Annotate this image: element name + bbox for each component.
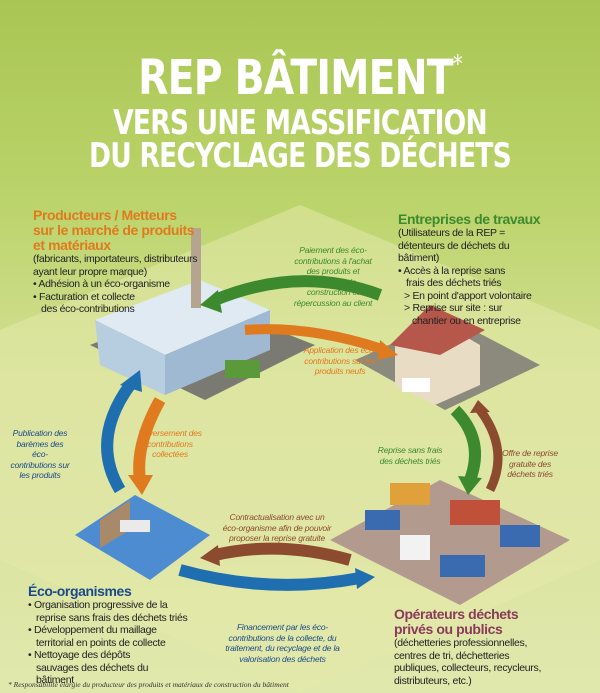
subtitle-line2: DU RECYCLAGE DES DÉCHETS xyxy=(89,136,512,176)
list-item: Facturation et collecte des éco-contribu… xyxy=(33,291,153,316)
title-text: REP BÂTIMENT xyxy=(138,50,453,106)
orange-arrow-application xyxy=(244,324,387,355)
list-item: Organisation progressive de la reprise s… xyxy=(28,599,193,624)
blue-arrow-publication xyxy=(101,381,135,494)
label-reprise: Reprise sans frais des déchets triés xyxy=(377,445,443,466)
label-offre: Offre de reprise gratuite des déchets tr… xyxy=(502,448,558,479)
title-asterisk: * xyxy=(452,50,463,78)
entreprises-intro: (Utilisateurs de la REP = détenteurs de … xyxy=(398,227,510,264)
list-item: Adhésion à un éco-organisme xyxy=(33,278,218,291)
label-application: Application des éco-contributions sur le… xyxy=(303,345,377,376)
main-title: REP BÂTIMENT* xyxy=(54,50,546,106)
eco-heading: Éco-organismes xyxy=(28,583,132,599)
list-item: Nettoyage des dépôts sauvages des déchet… xyxy=(28,649,168,687)
entreprises-heading: Entreprises de travaux xyxy=(398,211,541,227)
label-paiement: Paiement des éco-contributions à l'achat… xyxy=(293,245,373,308)
footnote: * Responsabilité élargie du producteur d… xyxy=(8,680,289,689)
list-item: Accès à la reprise sans frais des déchet… xyxy=(398,265,523,290)
brown-arrow-contractualisation xyxy=(213,542,352,566)
orange-arrow-reversement xyxy=(133,397,166,481)
house-illustration xyxy=(355,305,540,410)
eco-organismes-block: Éco-organismes Organisation progressive … xyxy=(28,584,193,687)
producteurs-intro: (fabricants, importateurs, distributeurs… xyxy=(33,253,198,278)
list-item: Développement du maillage territorial en… xyxy=(28,624,193,649)
brown-arrow-offre xyxy=(476,407,503,493)
office-illustration xyxy=(75,495,210,580)
green-arrow-reprise xyxy=(450,405,481,483)
label-contractualisation: Contractualisation avec un éco-organisme… xyxy=(222,512,332,543)
operateurs-intro: (déchetteries professionnelles, centres … xyxy=(394,637,542,687)
subtitle-line1: VERS UNE MASSIFICATION xyxy=(113,103,487,143)
label-financement: Financement par les éco-contributions de… xyxy=(225,622,340,664)
sub-item: > Reprise sur site : sur chantier ou en … xyxy=(404,302,521,327)
blue-arrow-financement xyxy=(178,564,362,591)
label-reversement: Reversement des contributions collectées xyxy=(138,428,202,459)
label-publication: Publication des barèmes des éco-contribu… xyxy=(10,428,70,480)
waste-site-illustration xyxy=(330,480,570,605)
entreprises-block: Entreprises de travaux (Utilisateurs de … xyxy=(398,212,548,327)
green-arrow-paiement xyxy=(212,275,383,306)
sub-item: > En point d'apport volontaire xyxy=(404,289,532,302)
